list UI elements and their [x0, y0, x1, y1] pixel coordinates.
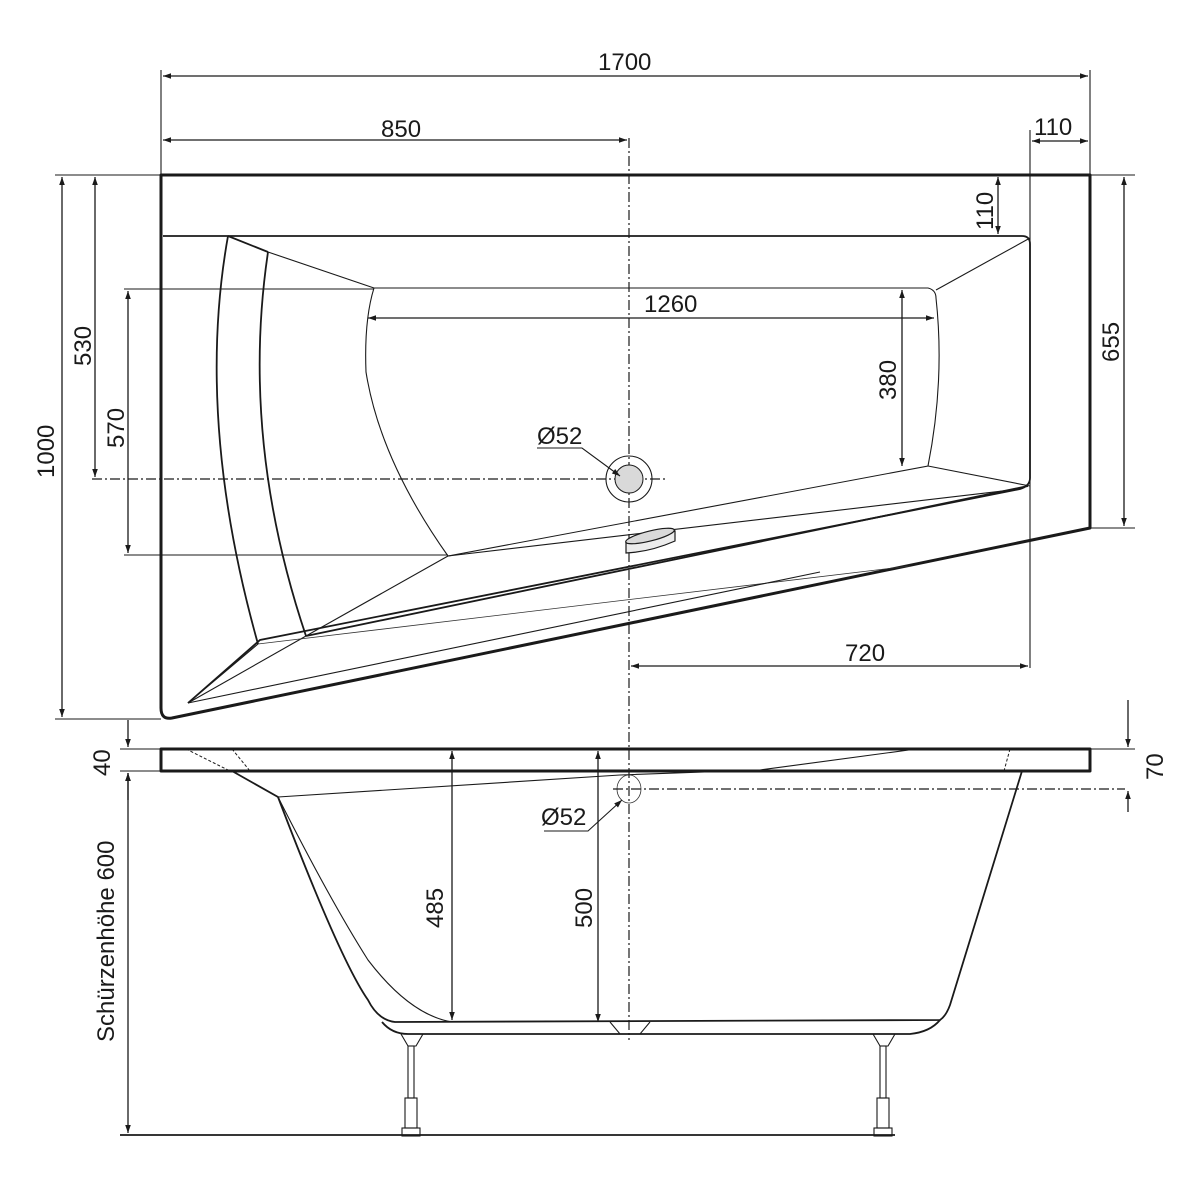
dim-depth-back: 485 — [422, 888, 449, 928]
overflow-diameter-label: Ø52 — [541, 804, 586, 831]
dim-drain-from-top: 530 — [70, 326, 97, 366]
overflow-icon — [625, 527, 676, 554]
dim-inner-width-left: 570 — [103, 408, 130, 448]
dim-depth-center: 500 — [571, 888, 598, 928]
dim-overflow-height: 70 — [1142, 753, 1169, 780]
dim-overall-width: 1000 — [33, 425, 60, 478]
headrest-curve-inner — [258, 251, 307, 637]
plan-view: Ø52 1700 850 110 110 1000 530 570 1260 3 — [33, 49, 1135, 1040]
leg-left — [400, 1033, 424, 1137]
basin-rim-edge — [163, 235, 1031, 704]
dim-drain-to-right-wall: 720 — [845, 640, 885, 667]
dim-overall-length: 1700 — [598, 49, 651, 76]
dim-rim-thickness: 40 — [89, 749, 116, 776]
tub-outline — [159, 173, 1092, 720]
side-elevation: 40 Schürzenhöhe 600 — [89, 700, 1169, 1137]
drain-diameter-label: Ø52 — [537, 423, 582, 450]
dim-right-side-depth: 655 — [1098, 322, 1125, 362]
dim-inner-length: 1260 — [644, 291, 697, 318]
apron-height-label: Schürzenhöhe 600 — [93, 841, 120, 1043]
dim-right-rim-depth: 110 — [972, 192, 999, 230]
headrest-curve-outer — [215, 235, 259, 645]
dim-right-rim-width: 110 — [1034, 114, 1072, 141]
dim-inner-width-right: 380 — [875, 360, 902, 400]
basin-floor — [365, 287, 940, 557]
leg-right — [872, 1033, 896, 1137]
dim-center-offset: 850 — [381, 116, 421, 143]
tub-body — [231, 770, 1023, 1023]
rim-slab — [159, 747, 1092, 773]
drain-outer-ring — [605, 455, 653, 503]
tub-base — [381, 1019, 941, 1035]
drain-icon — [614, 464, 644, 494]
